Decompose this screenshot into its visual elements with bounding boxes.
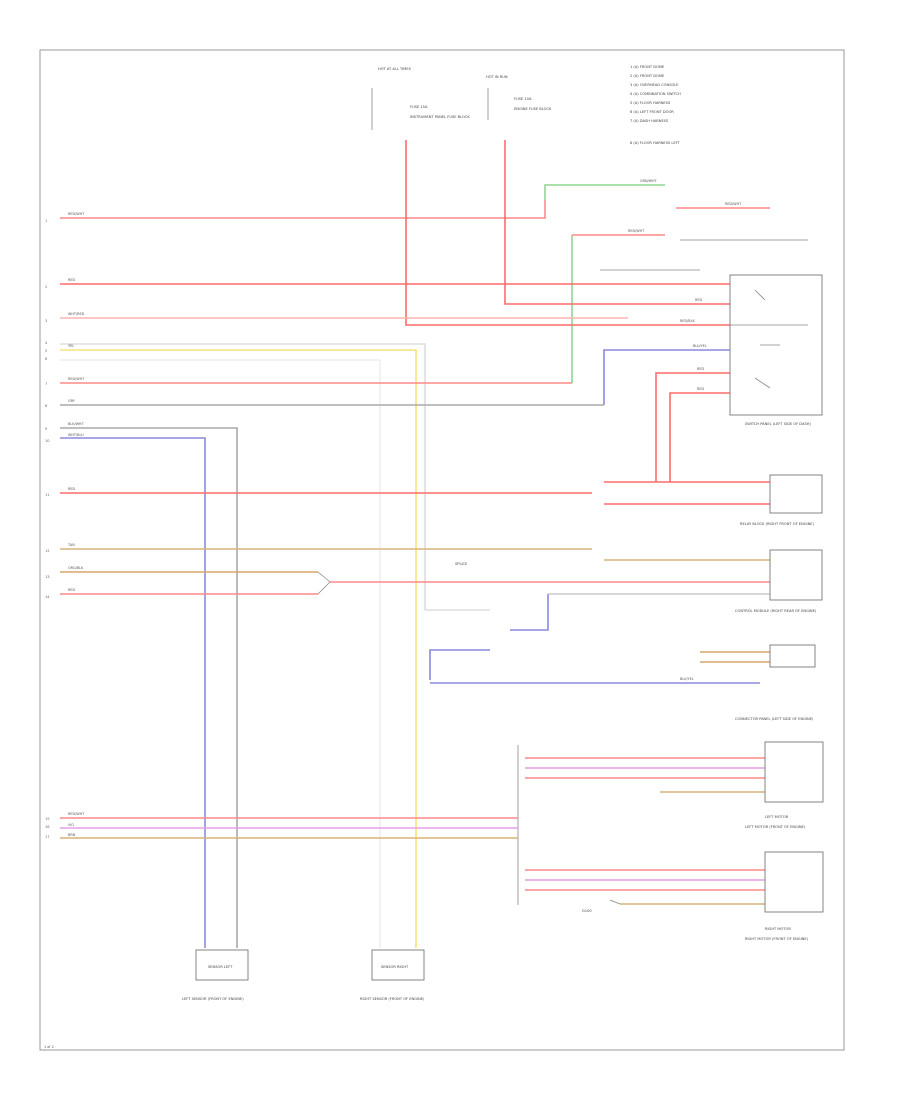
svg-text:RIGHT MOTOR: RIGHT MOTOR — [765, 927, 791, 931]
wire-label-wht-red-row-3: WHT/RED — [68, 312, 85, 316]
svg-text:HOT AT ALL TIMES: HOT AT ALL TIMES — [378, 67, 412, 71]
svg-text:SENSOR RIGHT: SENSOR RIGHT — [381, 965, 409, 969]
wire-red-wht-1: RED/WHT GRN/WHT — [60, 179, 665, 219]
wire-label-tan-row-12: TAN — [67, 543, 75, 547]
wire-label-blu-row-10: WHT/BLU — [68, 433, 84, 437]
wire-red-loop-2 — [669, 392, 730, 482]
svg-text:9: 9 — [45, 427, 48, 431]
svg-text:16: 16 — [45, 825, 50, 829]
right-motor: RIGHT MOTOR RIGHT MOTOR (FRONT OF ENGINE… — [745, 851, 824, 941]
wire-red-fuse-2 — [504, 140, 730, 305]
sensor-right: SENSOR RIGHT RIGHT SENSOR (FRONT OF ENGI… — [360, 949, 425, 1001]
svg-text:SWITCH PANEL (LEFT SIDE OF DAS: SWITCH PANEL (LEFT SIDE OF DASH) — [745, 422, 811, 426]
svg-text:10: 10 — [45, 439, 50, 443]
svg-text:1 (A) FRONT DOME: 1 (A) FRONT DOME — [630, 65, 665, 69]
wire-label-red-wht-short: RED/WHT — [628, 229, 645, 233]
wire-label-yel-main: YEL — [68, 344, 74, 348]
svg-text:INSTRUMENT PANEL FUSE BLOCK: INSTRUMENT PANEL FUSE BLOCK — [410, 115, 470, 119]
svg-text:CONTROL MODULE (RIGHT REAR OF: CONTROL MODULE (RIGHT REAR OF ENGINE) — [735, 609, 817, 613]
wire-label-org-row-13: ORG/BLK — [68, 566, 84, 570]
svg-text:8: 8 — [45, 404, 48, 408]
wire-yel-main — [60, 349, 417, 948]
svg-text:7 (A) DASH HARNESS: 7 (A) DASH HARNESS — [630, 119, 669, 123]
splice-center: SPLICE — [317, 562, 468, 595]
wire-light-gry — [60, 359, 381, 948]
svg-text:ENGINE FUSE BLOCK: ENGINE FUSE BLOCK — [514, 107, 552, 111]
wire-label-red-row-15: RED/WHT — [68, 812, 85, 816]
connector-panel: CONNECTOR PANEL (LEFT SIDE OF ENGINE) — [735, 644, 816, 721]
svg-text:11: 11 — [45, 493, 50, 497]
svg-text:LEFT MOTOR (FRONT OF ENGINE): LEFT MOTOR (FRONT OF ENGINE) — [745, 825, 806, 829]
svg-text:8 (A) FLOOR HARNESS LEFT: 8 (A) FLOOR HARNESS LEFT — [630, 141, 681, 145]
svg-text:FUSE 10A: FUSE 10A — [514, 97, 532, 101]
switch-panel: SWITCH PANEL (LEFT SIDE OF DASH) — [729, 274, 823, 426]
wire-label-vio-row-16: VIO — [68, 823, 74, 827]
svg-text:RIGHT SENSOR (FRONT OF ENGINE): RIGHT SENSOR (FRONT OF ENGINE) — [360, 997, 425, 1001]
wire-blu-mid — [510, 594, 549, 631]
notes-list: 1 (A) FRONT DOME 2 (A) FRONT DOME 3 (A) … — [630, 65, 681, 145]
left-motor: LEFT MOTOR LEFT MOTOR (FRONT OF ENGINE) — [745, 741, 824, 829]
svg-text:SENSOR LEFT: SENSOR LEFT — [208, 965, 233, 969]
svg-text:RED/WHT: RED/WHT — [68, 212, 85, 216]
wire-label-red-wht-relay: RED/WHT — [725, 202, 742, 206]
svg-text:1: 1 — [45, 219, 47, 223]
svg-text:FUSE 15A: FUSE 15A — [410, 105, 428, 109]
wire-label-red-wht-row-7: RED/WHT — [68, 377, 85, 381]
wire-label-red-fuse-1: RED/BLK — [680, 319, 695, 323]
wire-label-red-loop-2: RED — [697, 387, 704, 391]
svg-text:3 (A) OVERHEAD CONSOLE: 3 (A) OVERHEAD CONSOLE — [630, 83, 679, 87]
wire-red-fuse-1 — [405, 140, 730, 326]
wire-label-red-row-11: RED — [68, 487, 75, 491]
wire-label-red-row-14: RED — [68, 588, 75, 592]
wire-label-gry-row-9: BLK/WHT — [68, 422, 84, 426]
svg-text:13: 13 — [45, 575, 50, 579]
svg-text:5 (A) FLOOR HARNESS: 5 (A) FLOOR HARNESS — [630, 101, 671, 105]
svg-text:LEFT SENSOR (FRONT OF ENGINE): LEFT SENSOR (FRONT OF ENGINE) — [182, 997, 244, 1001]
svg-text:RIGHT MOTOR (FRONT OF ENGINE): RIGHT MOTOR (FRONT OF ENGINE) — [745, 937, 809, 941]
wire-blu-row-10 — [60, 437, 206, 948]
wire-label-gry-row-8: GRY — [68, 399, 76, 403]
svg-text:12: 12 — [45, 549, 50, 553]
svg-text:G100: G100 — [582, 909, 592, 913]
svg-text:SPLICE: SPLICE — [455, 562, 468, 566]
svg-text:6: 6 — [45, 357, 48, 361]
control-module: CONTROL MODULE (RIGHT REAR OF ENGINE) — [735, 549, 823, 613]
wire-label-red-loop-1: RED — [697, 367, 704, 371]
svg-text:5: 5 — [45, 349, 47, 353]
svg-text:7: 7 — [45, 382, 47, 386]
wire-red-loop-1 — [655, 372, 730, 482]
wire-gry-row-9 — [60, 427, 238, 948]
svg-text:3: 3 — [45, 319, 47, 323]
wire-blu-upper — [603, 349, 730, 405]
fuse-block-hot-in-run: HOT IN RUN FUSE 10A ENGINE FUSE BLOCK — [486, 75, 552, 120]
ground-g100: G100 — [582, 899, 621, 913]
svg-text:4 (A) COMBINATION SWITCH: 4 (A) COMBINATION SWITCH — [630, 92, 681, 96]
svg-text:6 (A) LEFT FRONT DOOR: 6 (A) LEFT FRONT DOOR — [630, 110, 674, 114]
wire-gry-top — [60, 343, 426, 610]
svg-text:15: 15 — [45, 817, 50, 821]
wire-label-red-fuse-2: RED — [695, 298, 702, 302]
svg-text:17: 17 — [45, 835, 50, 839]
wire-label-tan-row-17: BRN — [68, 833, 76, 837]
svg-text:4: 4 — [45, 341, 48, 345]
svg-text:HOT IN RUN: HOT IN RUN — [486, 75, 508, 79]
svg-text:GRN/WHT: GRN/WHT — [640, 179, 658, 183]
sensor-left: SENSOR LEFT LEFT SENSOR (FRONT OF ENGINE… — [182, 949, 249, 1001]
wire-label-blu-panel: BLU/YEL — [680, 677, 694, 681]
fuse-block-hot-at-all-times: HOT AT ALL TIMES FUSE 15A INSTRUMENT PAN… — [371, 67, 470, 130]
left-pin-numbers: 1 2 3 4 5 6 7 8 9 10 11 12 13 14 15 16 1… — [45, 219, 50, 839]
diagram-border — [39, 49, 845, 1051]
svg-text:RELAY BLOCK (RIGHT FRONT OF EN: RELAY BLOCK (RIGHT FRONT OF ENGINE) — [740, 522, 815, 526]
sheet-number: 1 of 2 — [44, 1045, 54, 1049]
svg-text:LEFT MOTOR: LEFT MOTOR — [765, 815, 789, 819]
svg-text:CONNECTOR PANEL (LEFT SIDE OF: CONNECTOR PANEL (LEFT SIDE OF ENGINE) — [735, 717, 814, 721]
relay-block: RELAY BLOCK (RIGHT FRONT OF ENGINE) — [740, 474, 823, 526]
svg-text:2: 2 — [45, 285, 47, 289]
wire-label-blu-upper: BLU/YEL — [693, 344, 707, 348]
svg-text:2 (A) FRONT DOME: 2 (A) FRONT DOME — [630, 74, 665, 78]
wire-label-red-row-2: RED — [68, 278, 75, 282]
svg-text:14: 14 — [45, 595, 50, 599]
wire-blu-panel-up — [429, 649, 490, 680]
